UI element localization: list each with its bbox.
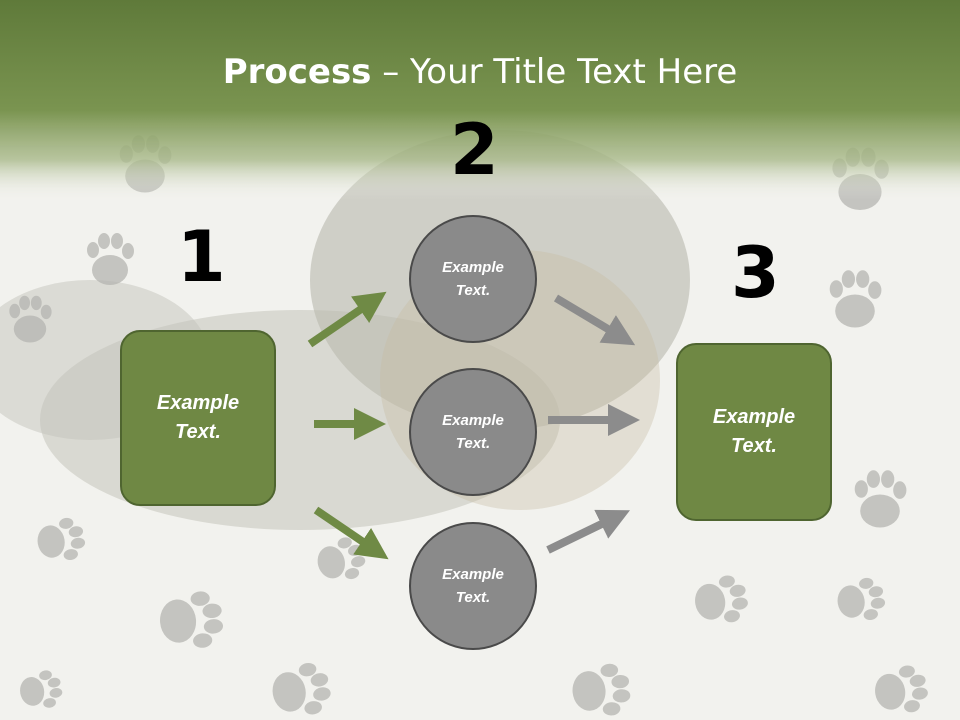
step-3-text: Example Text. — [712, 406, 796, 457]
circle-top-text: Example Text. — [442, 259, 504, 299]
step-2-circle-middle: Example Text. — [409, 368, 537, 496]
arrow-1-to-top — [307, 291, 387, 348]
step-number-1: 1 — [177, 216, 226, 298]
arrow-bottom-to-3 — [546, 509, 630, 554]
arrow-1-to-bottom — [313, 506, 389, 560]
step-2-circle-bottom: Example Text. — [409, 522, 537, 650]
title-bold: Process — [222, 52, 372, 92]
step-1-box: Example Text. — [120, 330, 276, 506]
arrow-top-to-3 — [553, 294, 636, 346]
step-1-text: Example Text. — [156, 392, 240, 443]
circle-bottom-text: Example Text. — [442, 566, 504, 606]
title-rest: – Your Title Text Here — [371, 52, 738, 92]
step-number-2: 2 — [450, 109, 499, 191]
step-2-circle-top: Example Text. — [409, 215, 537, 343]
slide-title: Process – Your Title Text Here — [0, 52, 960, 92]
step-number-3: 3 — [731, 232, 780, 314]
circle-middle-text: Example Text. — [442, 412, 504, 452]
step-3-box: Example Text. — [676, 343, 832, 521]
